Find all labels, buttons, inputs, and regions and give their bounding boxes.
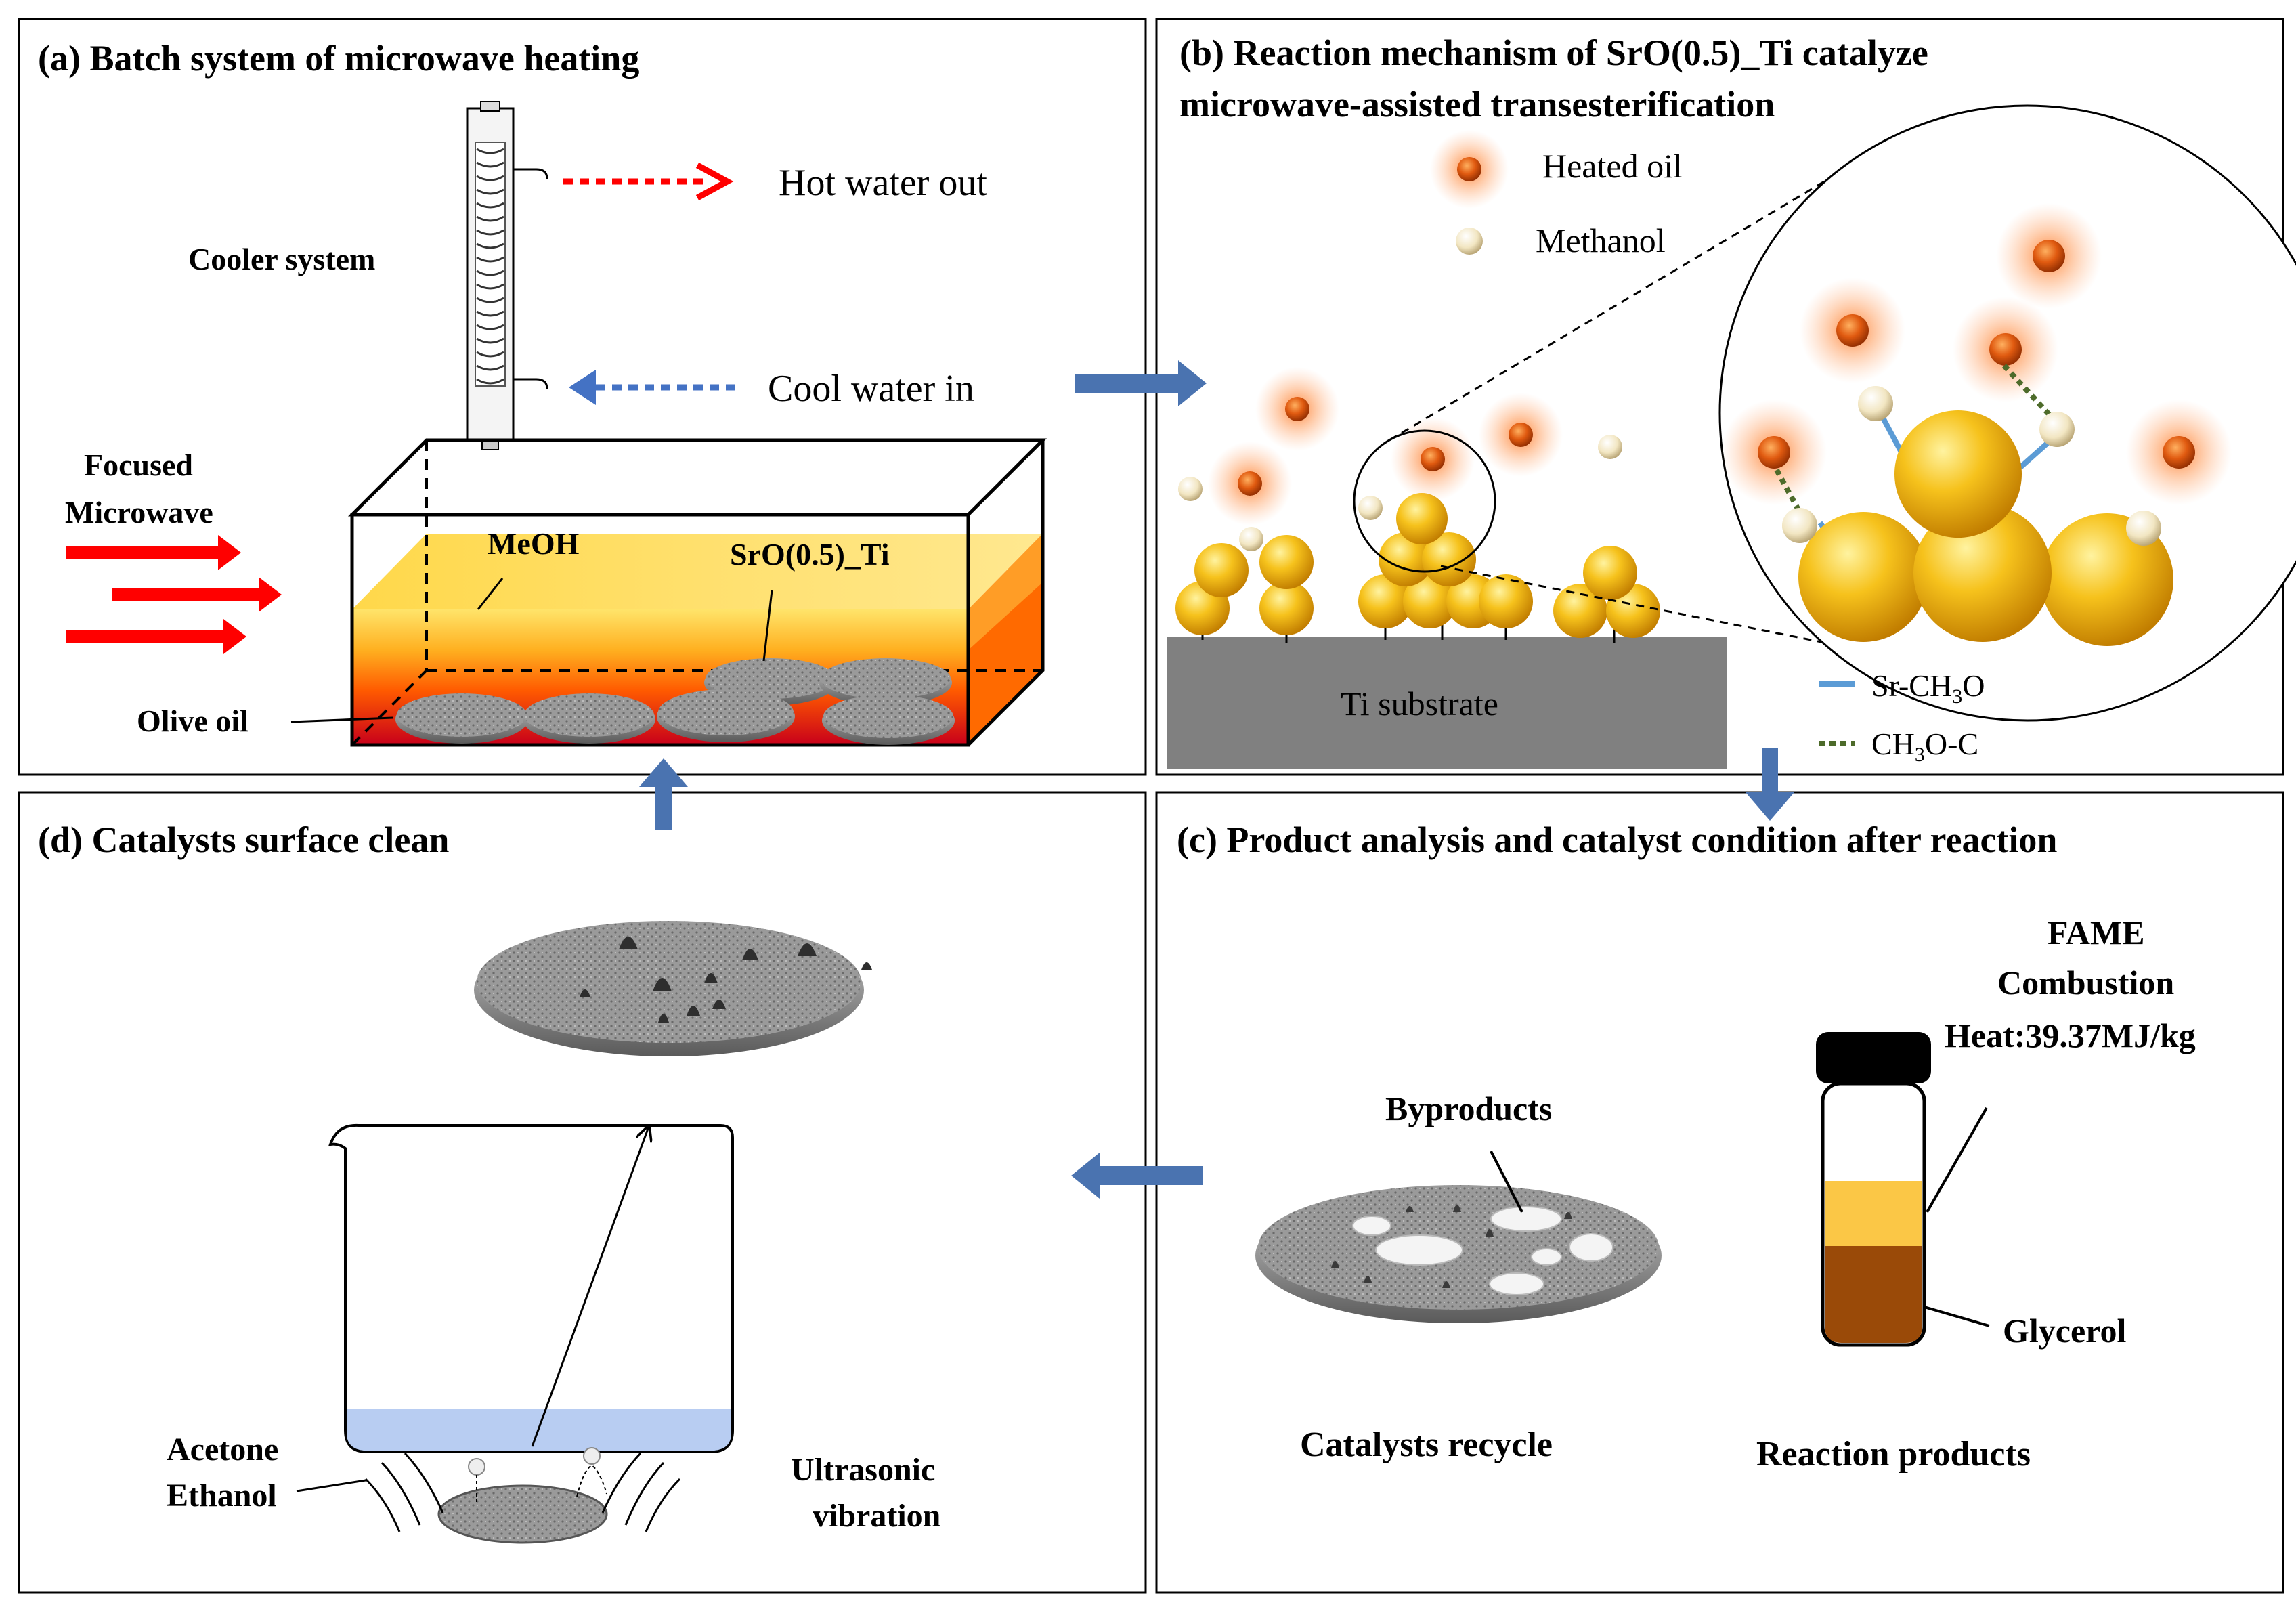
heated-oil-label: Heated oil [1542, 147, 1683, 185]
ultrasonic-label-line2: vibration [813, 1498, 940, 1534]
vibration-waves [364, 1452, 681, 1532]
microwave-arrows [66, 535, 282, 654]
combustion-label: Combustion [1997, 964, 2174, 1002]
hot-water-label: Hot water out [779, 162, 987, 204]
panel-b-title-line2: microwave-assisted transesterification [1179, 84, 1775, 125]
cleaned-disc [474, 921, 872, 1056]
panel-b-title-line1: (b) Reaction mechanism of SrO(0.5)_Ti ca… [1179, 33, 1928, 73]
acetone-label: Acetone [167, 1432, 278, 1467]
cool-water-arrowhead [569, 370, 596, 405]
heat-label: Heat:39.37MJ/kg [1945, 1016, 2196, 1054]
zoom-line-bottom [1440, 565, 1822, 643]
glycerol-leader [1924, 1306, 1990, 1327]
zoom-line-top [1389, 167, 1848, 442]
legend-sr-label: Sr-CH3O [1871, 668, 1985, 708]
ethanol-label: Ethanol [167, 1478, 277, 1513]
disc-in-beaker [437, 1484, 608, 1544]
bubbles [468, 1447, 607, 1502]
panel-c: (c) Product analysis and catalyst condit… [1177, 819, 2196, 1474]
panel-d-border [18, 791, 1147, 1594]
recycle-label: Catalysts recycle [1300, 1425, 1553, 1464]
solvent-leader [296, 1479, 366, 1492]
meoh-leader [477, 578, 504, 610]
heated-oil-legend-icon [1457, 157, 1481, 181]
cooler-label: Cooler system [188, 242, 375, 276]
catalyst-discs [395, 658, 955, 745]
catalyst-label: SrO(0.5)_Ti [730, 537, 890, 572]
methanol-label: Methanol [1536, 221, 1666, 259]
microwave-label-line2: Microwave [65, 495, 213, 530]
ti-substrate-label: Ti substrate [1341, 685, 1498, 723]
flow-arrow-c-to-d [1071, 1153, 1203, 1199]
panel-c-title: (c) Product analysis and catalyst condit… [1177, 819, 2057, 860]
zoom-source-circle [1353, 429, 1496, 573]
methanol-legend-icon [1456, 228, 1483, 255]
condenser-icon [466, 101, 548, 450]
panel-a-border [18, 18, 1147, 776]
olive-oil-label: Olive oil [137, 704, 248, 738]
panel-a: (a) Batch system of microwave heating Co… [38, 38, 1047, 747]
zoom-detail [1721, 203, 2232, 646]
fame-label: FAME [2048, 914, 2144, 951]
microwave-label-line1: Focused [84, 448, 193, 482]
products-label: Reaction products [1756, 1435, 2031, 1474]
panel-d-title: (d) Catalysts surface clean [38, 819, 449, 860]
cool-water-label: Cool water in [768, 368, 974, 410]
meoh-label: MeOH [488, 526, 580, 561]
vial-icon [1816, 1032, 1931, 1347]
byproducts-leader [1490, 1151, 1523, 1213]
flow-arrow-d-to-a [639, 758, 688, 830]
floating-particles [1178, 367, 1622, 551]
recycled-disc [1255, 1185, 1662, 1323]
panel-c-border [1155, 791, 2284, 1594]
olive-oil-leader [290, 716, 393, 723]
catalyst-leader [762, 590, 773, 662]
ultrasonic-label-line1: Ultrasonic [791, 1452, 935, 1488]
beaker-icon [328, 1123, 734, 1453]
fame-leader [1926, 1107, 1988, 1213]
byproducts-label: Byproducts [1385, 1090, 1552, 1127]
panel-b: (b) Reaction mechanism of SrO(0.5)_Ti ca… [1167, 33, 2296, 769]
transfer-arrow [531, 1127, 649, 1447]
legend-c-label: CH3O-C [1871, 727, 1978, 766]
hot-water-arrowhead [695, 163, 734, 200]
panel-d: (d) Catalysts surface clean [38, 819, 940, 1544]
glycerol-label: Glycerol [2003, 1312, 2126, 1350]
catalyst-clusters [1175, 493, 1660, 643]
flow-arrow-b-to-c [1746, 748, 1794, 821]
panel-a-title: (a) Batch system of microwave heating [38, 38, 639, 79]
ti-substrate [1167, 637, 1727, 769]
flow-arrow-a-to-b [1075, 360, 1207, 406]
